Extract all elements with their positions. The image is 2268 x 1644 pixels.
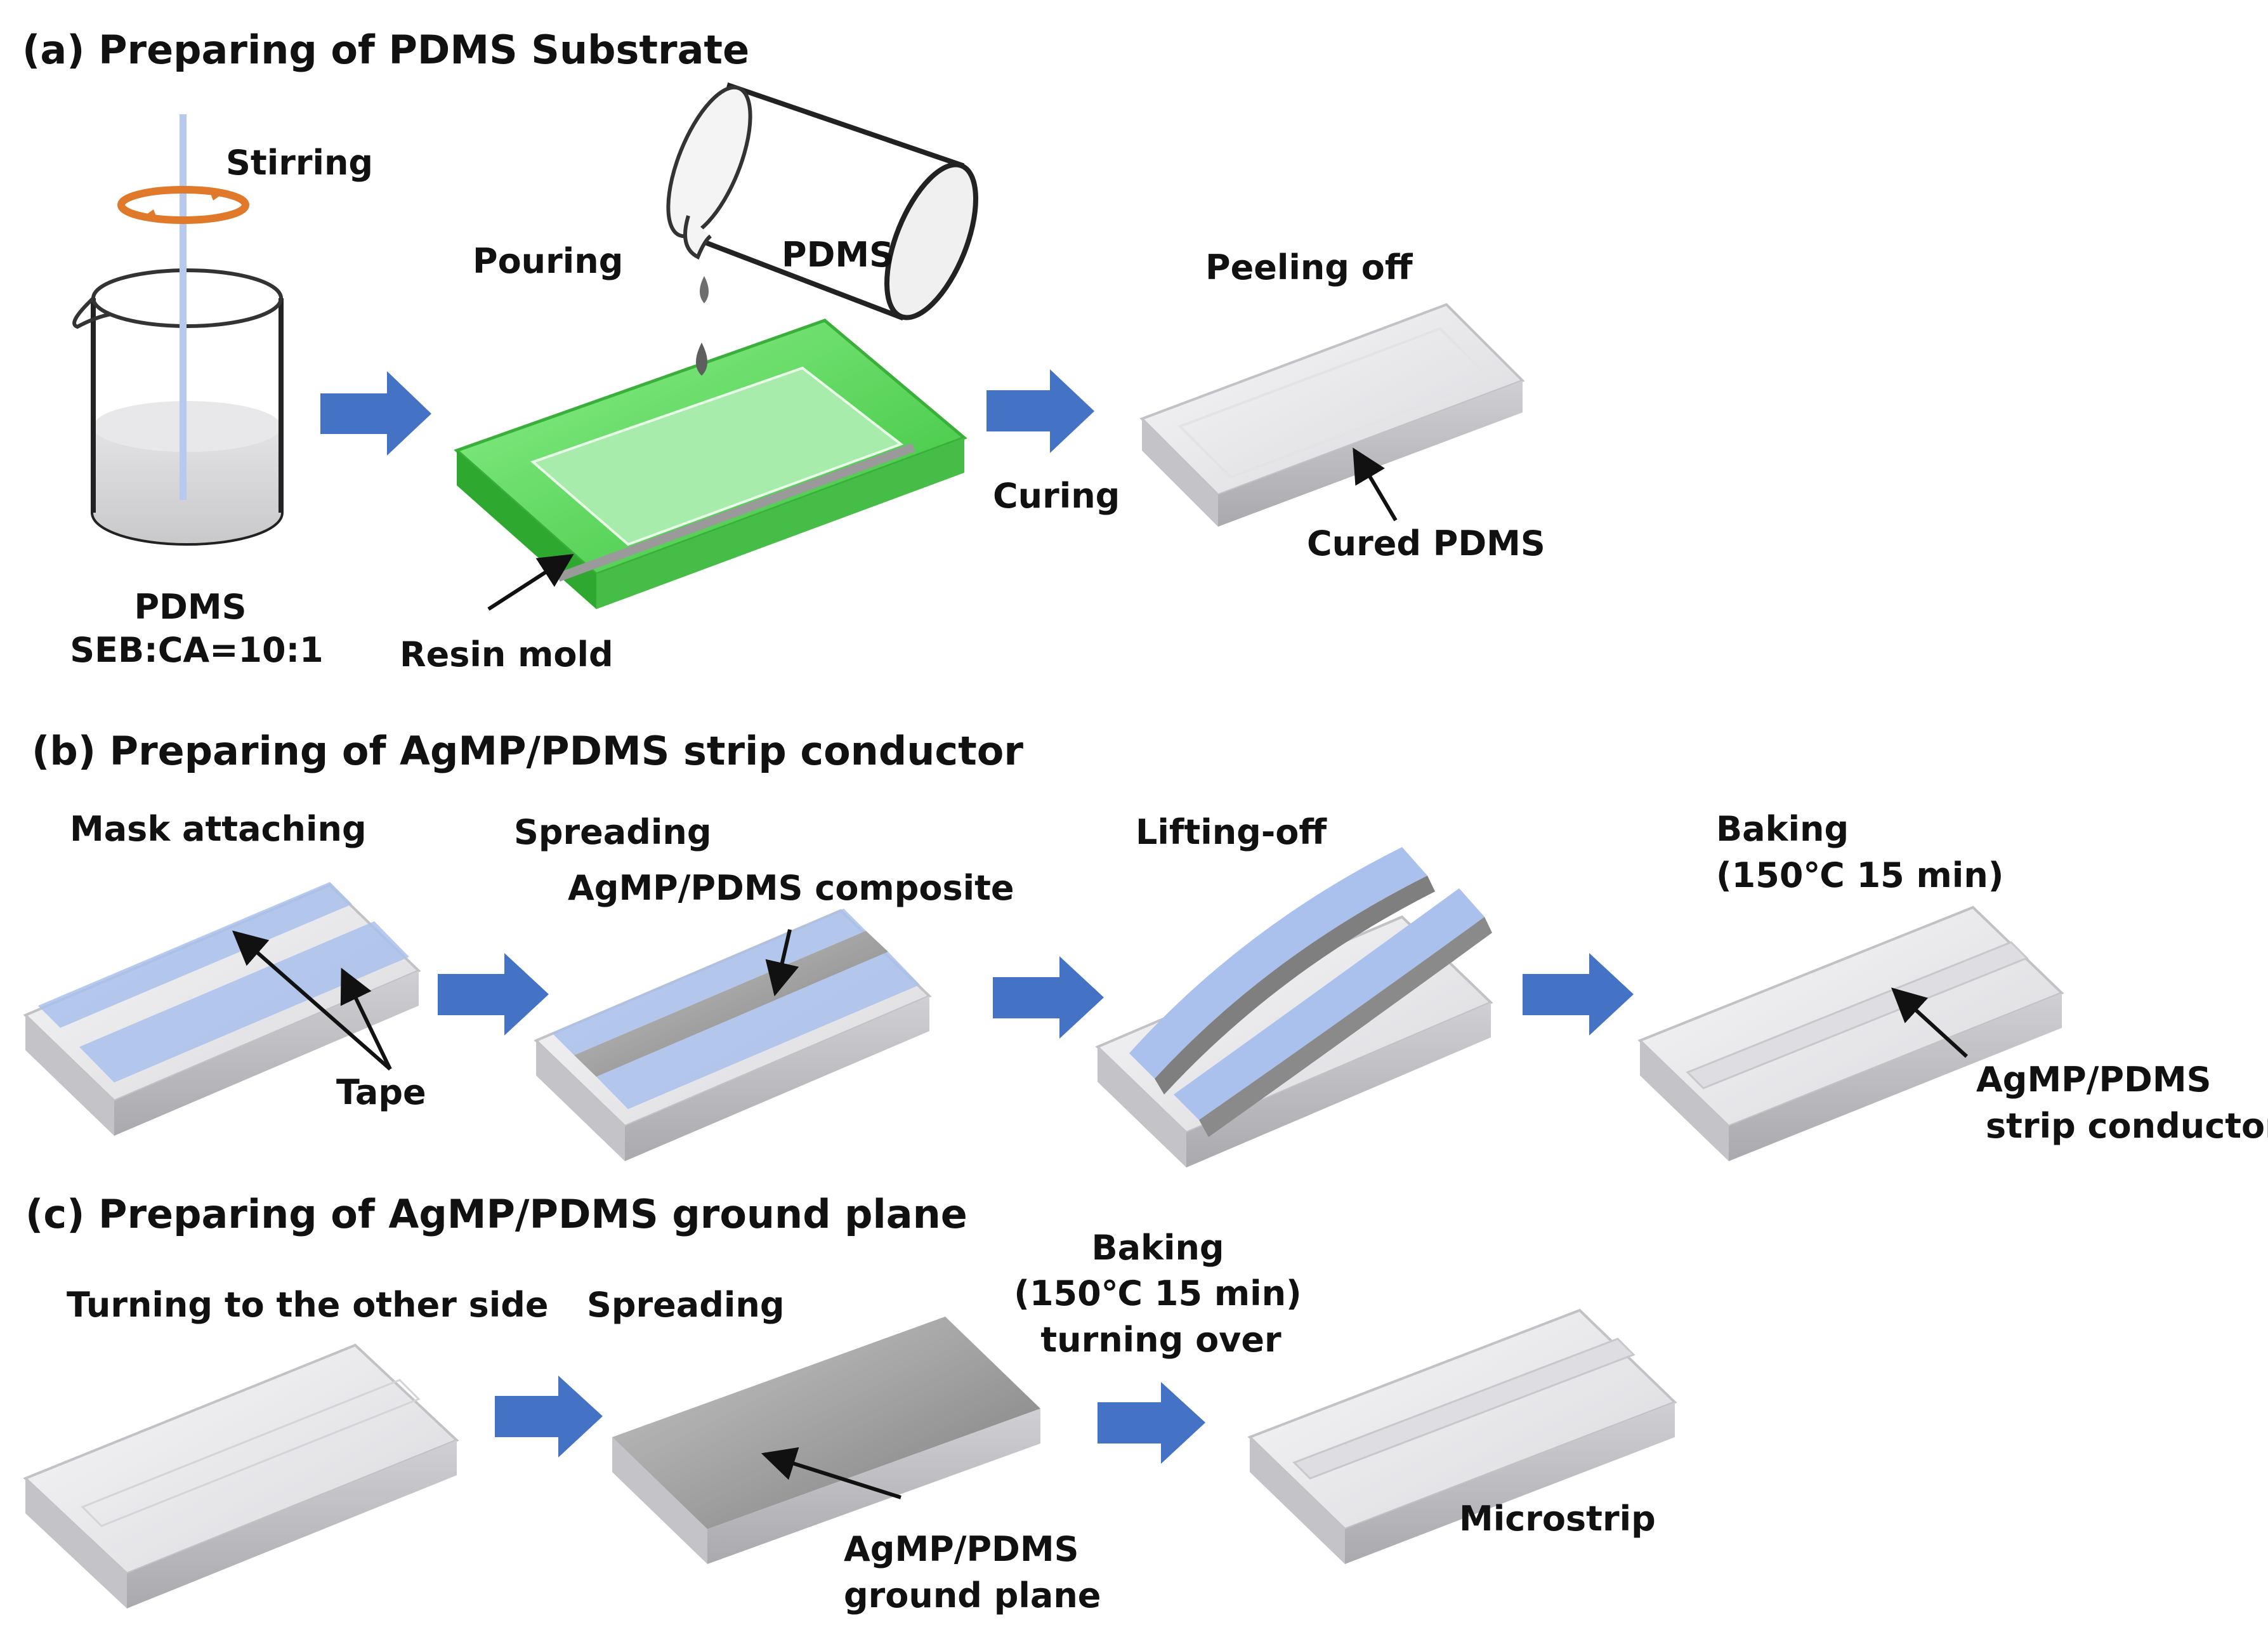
pointer-line (1353, 447, 1398, 522)
process-arrow-icon (438, 953, 549, 1036)
cured-pdms-label: Cured PDMS (1307, 523, 1545, 563)
process-arrow-icon (1523, 953, 1634, 1036)
panel-b-title: (b) Preparing of AgMP/PDMS strip conduct… (32, 728, 1023, 774)
turning-over-label: turning over (1040, 1320, 1281, 1360)
pdms-slab-icon (1139, 303, 1525, 527)
pdms-slab-icon (612, 1317, 1040, 1564)
lifting-off-label: Lifting-off (1136, 812, 1327, 852)
baking-label-b: Baking (1716, 809, 1849, 849)
process-arrow-icon (993, 956, 1104, 1039)
pointer-line (761, 1447, 901, 1499)
microstrip-label: Microstrip (1459, 1499, 1656, 1539)
process-arrow-icon (320, 371, 431, 456)
pointer-line (1891, 987, 1969, 1058)
pointer-line (340, 968, 392, 1070)
spreading-label-c: Spreading (587, 1285, 785, 1325)
pointer-line (487, 554, 574, 611)
tape-label: Tape (336, 1072, 426, 1112)
mask-attaching-label: Mask attaching (70, 809, 367, 849)
ground-plane-line1: AgMP/PDMS (844, 1529, 1079, 1569)
resin-mold-icon (454, 319, 967, 609)
baking-label-c: Baking (1091, 1228, 1224, 1268)
peeling-off-label: Peeling off (1205, 247, 1413, 287)
microstrip-icon (1247, 1308, 1677, 1564)
strip-conductor-line2: strip conductor (1986, 1106, 2268, 1146)
pdms-slab-icon (23, 1343, 459, 1608)
composite-label: AgMP/PDMS composite (568, 868, 1014, 908)
process-arrow-icon (495, 1376, 603, 1457)
pdms-slab-icon (1637, 905, 2064, 1161)
ratio-label: SEB:CA=10:1 (70, 630, 324, 670)
rotation-arrow-icon (117, 186, 249, 224)
beaker-icon (72, 268, 284, 546)
stirring-rod-icon (180, 114, 187, 500)
turning-label: Turning to the other side (67, 1285, 549, 1325)
resin-mold-label: Resin mold (400, 635, 613, 674)
baking-cond-label-b: (150℃ 15 min) (1716, 855, 2003, 895)
pointer-line (765, 929, 799, 997)
pour-cup-icon (666, 82, 978, 321)
pointer-line (232, 930, 391, 1071)
pdms-label: PDMS (134, 587, 246, 627)
spreading-label-b: Spreading (514, 812, 712, 852)
process-arrow-icon (987, 369, 1094, 453)
panel-a-title: (a) Preparing of PDMS Substrate (22, 27, 749, 73)
lifted-tape-icon (1129, 847, 1492, 1137)
process-arrow-icon (1098, 1382, 1205, 1464)
drop-icon (696, 276, 709, 376)
ground-plane-line2: ground plane (844, 1575, 1101, 1615)
panel-c-title: (c) Preparing of AgMP/PDMS ground plane (25, 1191, 967, 1237)
stirring-label: Stirring (226, 143, 373, 183)
baking-cond-label-c: (150℃ 15 min) (1014, 1273, 1301, 1313)
pouring-label: Pouring (473, 241, 623, 281)
tape-mask-icon (38, 882, 409, 1082)
curing-label: Curing (993, 476, 1120, 516)
pdms-cup-label: PDMS (782, 235, 894, 275)
strip-conductor-line1: AgMP/PDMS (1976, 1060, 2212, 1100)
